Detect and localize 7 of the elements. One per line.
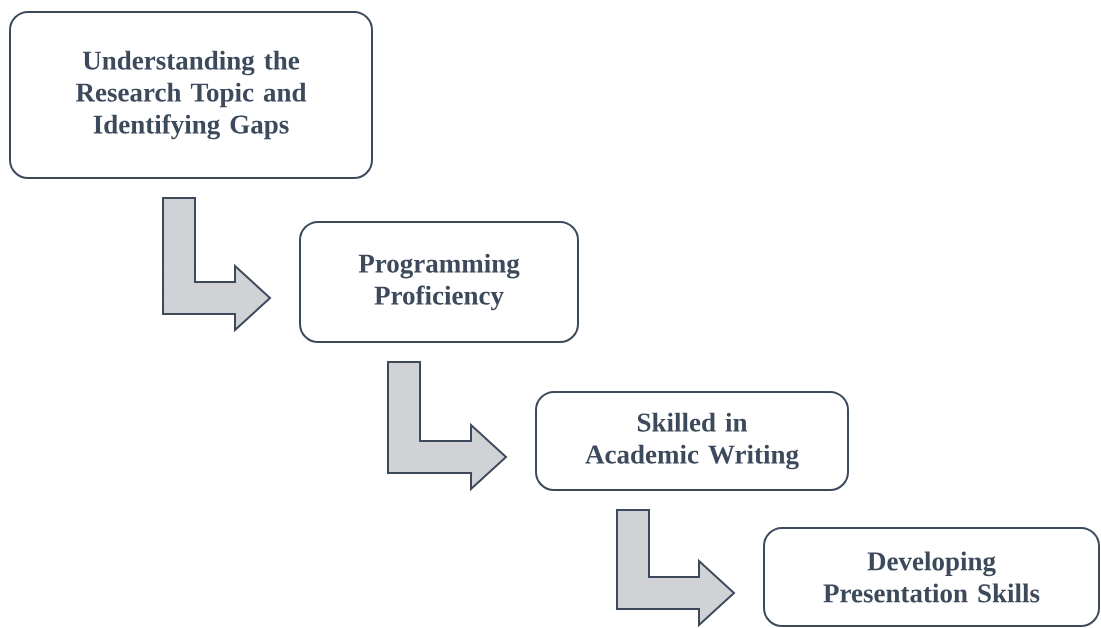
step-box: Understanding the Research Topic and Identifying Gaps [9, 11, 373, 179]
step-box: Programming Proficiency [299, 221, 579, 343]
bent-arrow [387, 361, 508, 492]
bent-arrow [616, 509, 736, 628]
step-box: Skilled in Academic Writing [535, 391, 849, 491]
bent-arrow [162, 197, 272, 333]
step-box: Developing Presentation Skills [763, 527, 1100, 627]
